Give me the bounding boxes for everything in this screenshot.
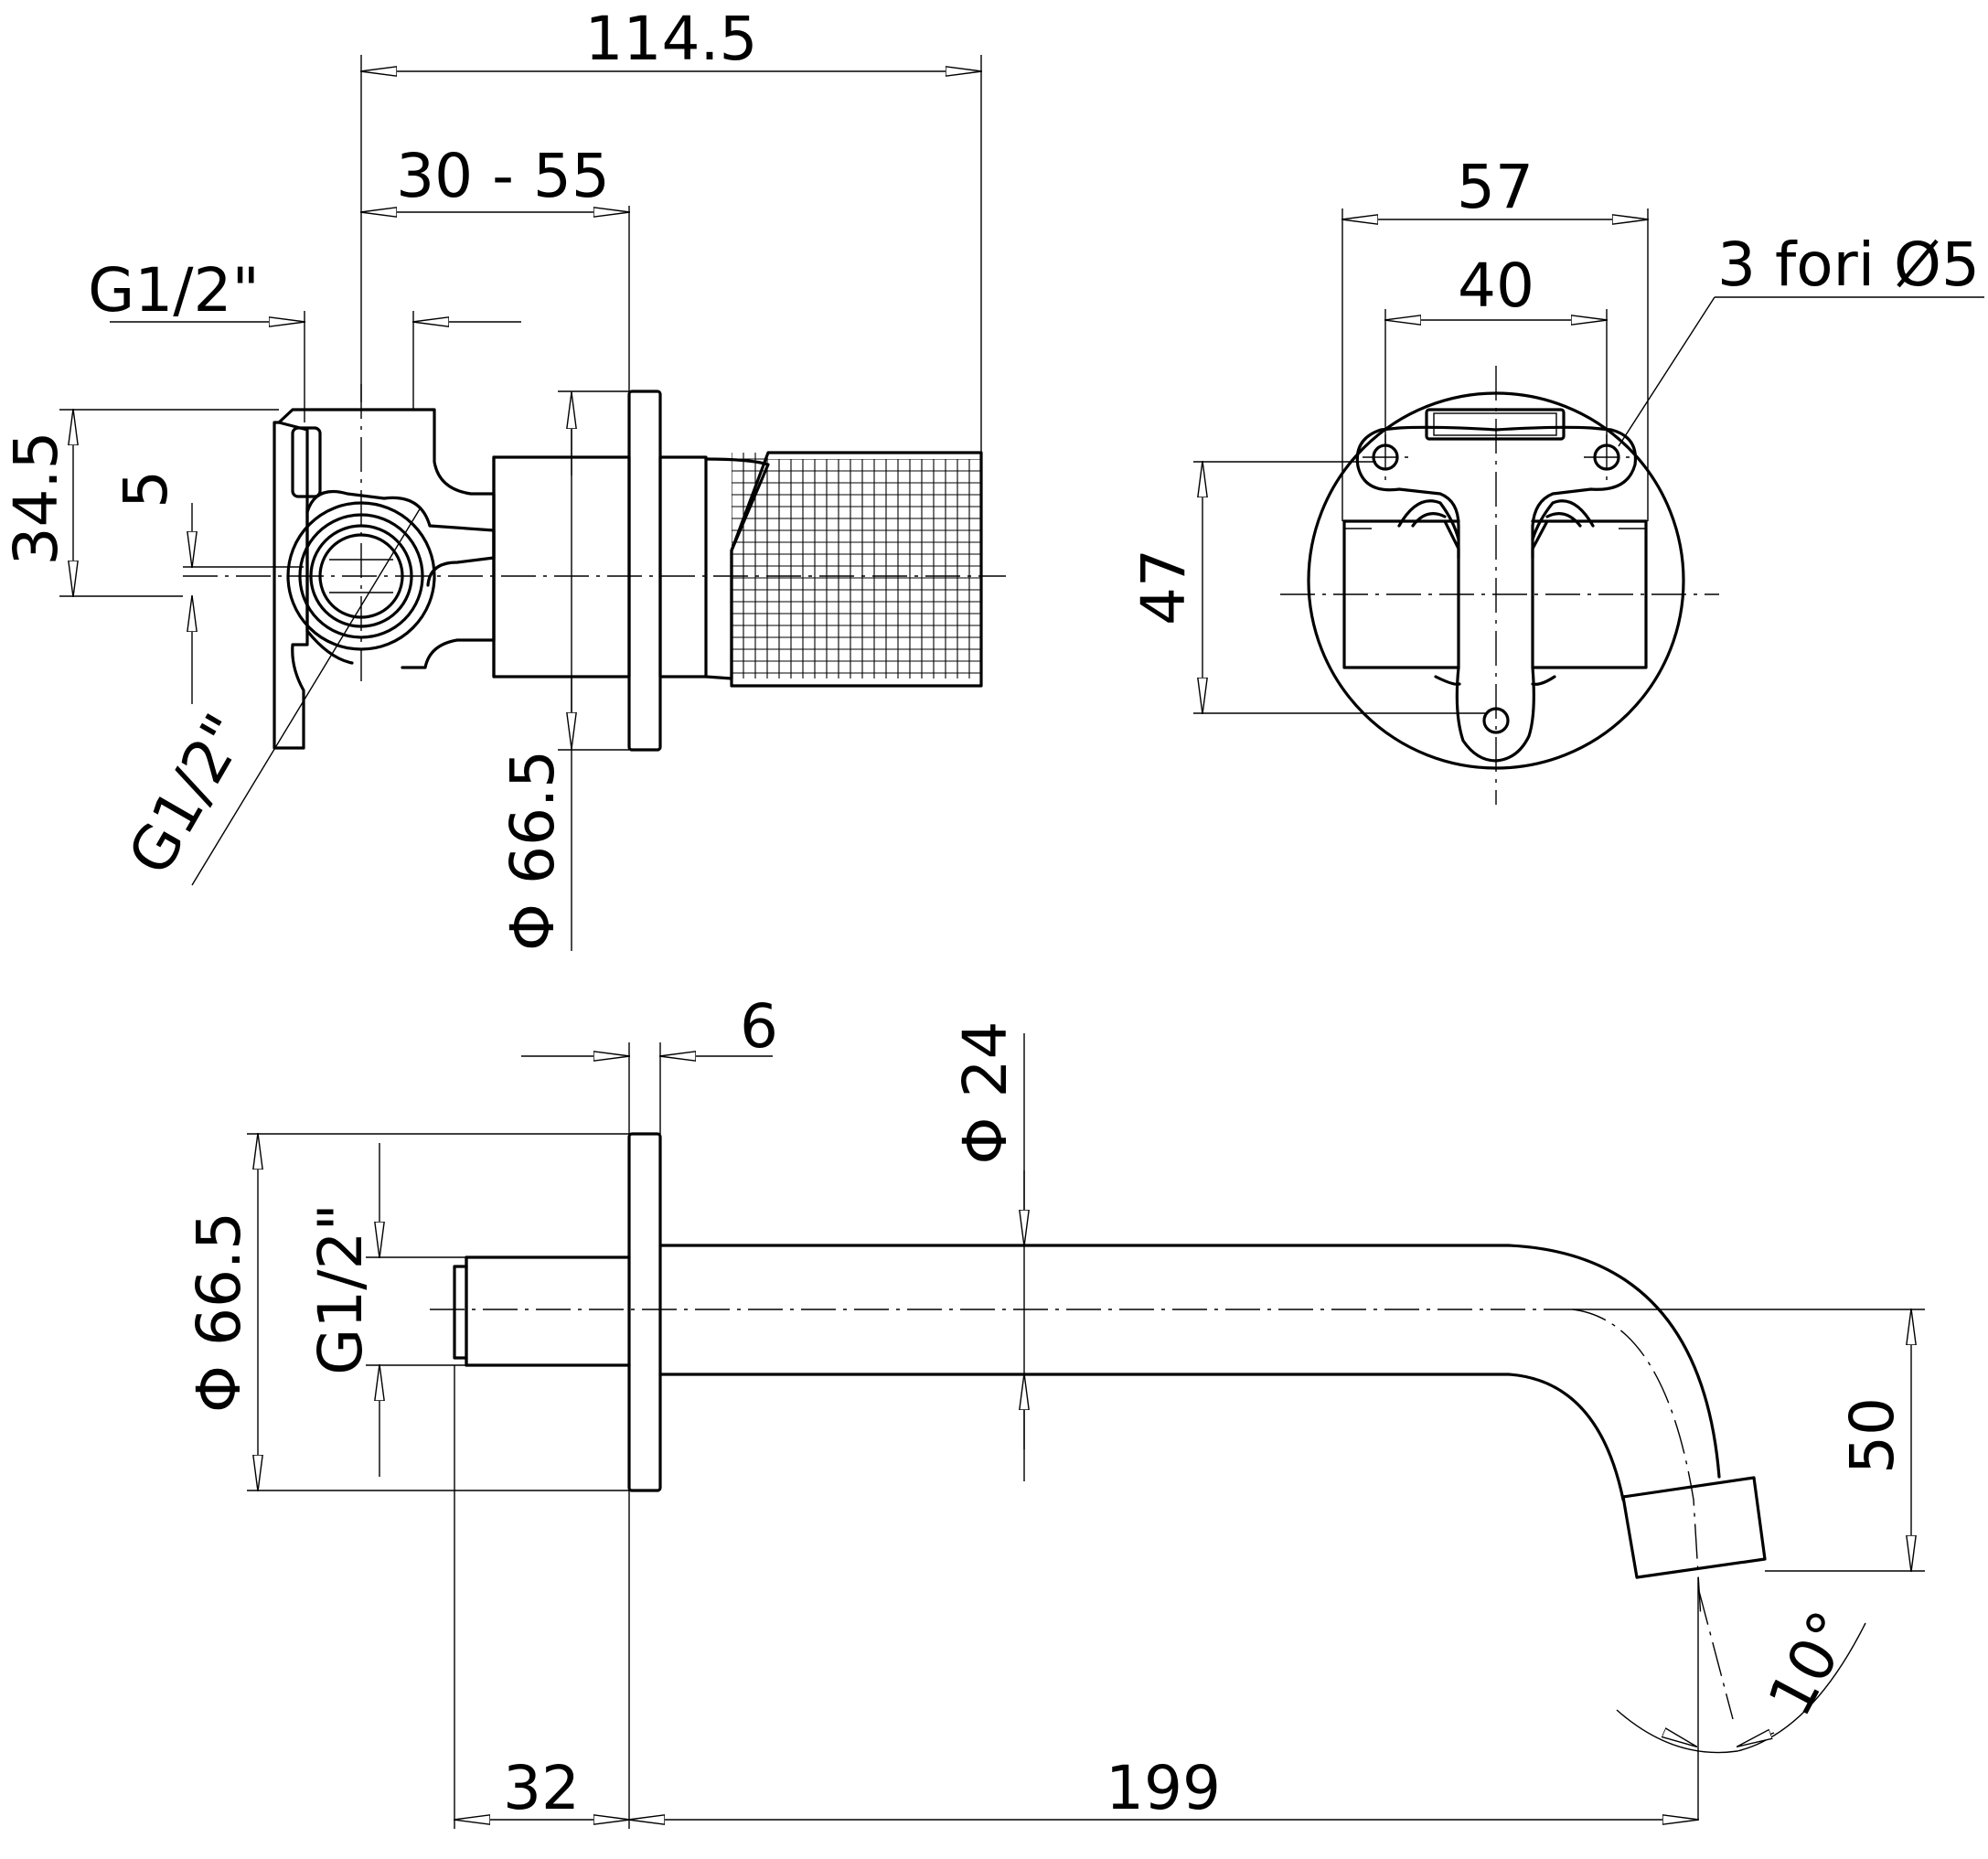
mounting-plate <box>1355 425 1638 763</box>
rosette-top <box>627 390 662 752</box>
inlet-pipe <box>465 1255 631 1367</box>
dim-spout-drop: 50 <box>1837 1397 1908 1474</box>
knurled-handle <box>730 451 983 688</box>
mounting-bracket <box>273 421 309 750</box>
rosette-bottom <box>627 1132 662 1492</box>
dim-thread-side: G1/2" <box>114 702 262 886</box>
dim-thread-bottom: G1/2" <box>305 1203 376 1375</box>
spout-tube <box>658 1244 1721 1479</box>
dim-width-overall: 114.5 <box>585 4 758 74</box>
mixer-body <box>492 455 631 678</box>
dims-view3: 6 Φ 24 Φ 66.5 G1/2" 50 10° 32 19 <box>184 991 1925 1829</box>
plate-front-view <box>1280 366 1719 805</box>
dim-spout-diameter: Φ 24 <box>950 1021 1021 1165</box>
holes-note: 3 fori Ø5 <box>1717 230 1980 300</box>
dim-plate-width: 57 <box>1457 152 1534 222</box>
dim-inlet-length: 32 <box>503 1753 580 1823</box>
dim-rosette-thickness: 6 <box>740 991 778 1062</box>
spout-side-view <box>430 1132 1767 1720</box>
dim-offset: 5 <box>111 470 181 508</box>
dim-rosette-bottom: Φ 66.5 <box>184 1212 254 1413</box>
dim-plate-height: 47 <box>1128 549 1199 625</box>
dim-wall-range: 30 - 55 <box>396 141 610 211</box>
dims-view2: 57 40 3 fori Ø5 47 <box>1128 152 1984 713</box>
dim-hole-spacing: 40 <box>1458 251 1534 321</box>
dim-spout-projection: 199 <box>1106 1753 1221 1823</box>
dim-height-body: 34.5 <box>1 432 71 566</box>
mixer-side-view <box>183 384 1006 752</box>
aerator <box>1621 1476 1767 1579</box>
dim-thread-top: G1/2" <box>88 255 260 326</box>
dim-spout-angle: 10° <box>1755 1600 1867 1727</box>
dims-view1: 114.5 30 - 55 G1/2" 34.5 5 G1/2" Φ 66.5 <box>1 4 981 951</box>
dim-rosette-top: Φ 66.5 <box>497 750 568 951</box>
